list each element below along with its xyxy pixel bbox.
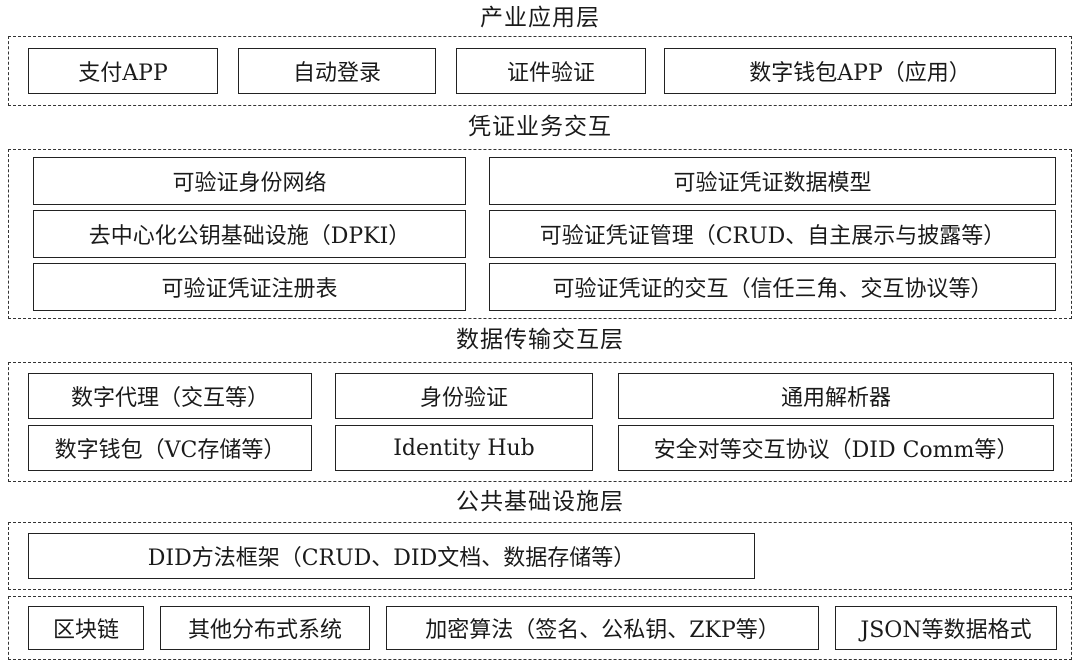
transport-box-did-comm: 安全对等交互协议（DID Comm等） — [618, 425, 1054, 471]
transport-box-digital-wallet: 数字钱包（VC存储等） — [28, 425, 312, 471]
public-box-distributed-systems: 其他分布式系统 — [160, 606, 370, 650]
credential-box-dpki: 去中心化公钥基础设施（DPKI） — [33, 210, 466, 258]
public-box-json-formats: JSON等数据格式 — [835, 606, 1057, 650]
transport-layer-frame — [8, 362, 1072, 482]
app-box-id-verification: 证件验证 — [456, 48, 646, 94]
credential-box-verifiable-identity-network: 可验证身份网络 — [33, 157, 466, 205]
transport-box-digital-agent: 数字代理（交互等） — [28, 373, 312, 419]
app-box-auto-login: 自动登录 — [238, 48, 436, 94]
credential-box-registry: 可验证凭证注册表 — [33, 263, 466, 311]
credential-layer-title: 凭证业务交互 — [468, 114, 612, 140]
credential-box-data-model: 可验证凭证数据模型 — [489, 157, 1056, 205]
credential-box-interaction: 可验证凭证的交互（信任三角、交互协议等） — [489, 263, 1056, 311]
industry-layer-title: 产业应用层 — [480, 5, 600, 31]
transport-layer-title: 数据传输交互层 — [456, 327, 624, 353]
app-box-payment: 支付APP — [28, 48, 218, 94]
public-box-crypto-algorithms: 加密算法（签名、公私钥、ZKP等） — [386, 606, 819, 650]
app-box-digital-wallet-app: 数字钱包APP（应用） — [664, 48, 1056, 94]
transport-box-identity-hub: Identity Hub — [335, 425, 593, 471]
public-layer-frame-top — [8, 522, 1072, 590]
public-layer-title: 公共基础设施层 — [456, 489, 624, 515]
public-layer-frame-bottom — [8, 596, 1072, 660]
public-box-did-framework: DID方法框架（CRUD、DID文档、数据存储等） — [28, 533, 755, 579]
transport-box-universal-resolver: 通用解析器 — [618, 373, 1054, 419]
transport-box-authentication: 身份验证 — [335, 373, 593, 419]
credential-box-management: 可验证凭证管理（CRUD、自主展示与披露等） — [489, 210, 1056, 258]
credential-layer-frame — [8, 149, 1072, 319]
industry-layer-frame — [8, 36, 1072, 106]
public-box-blockchain: 区块链 — [28, 606, 144, 650]
